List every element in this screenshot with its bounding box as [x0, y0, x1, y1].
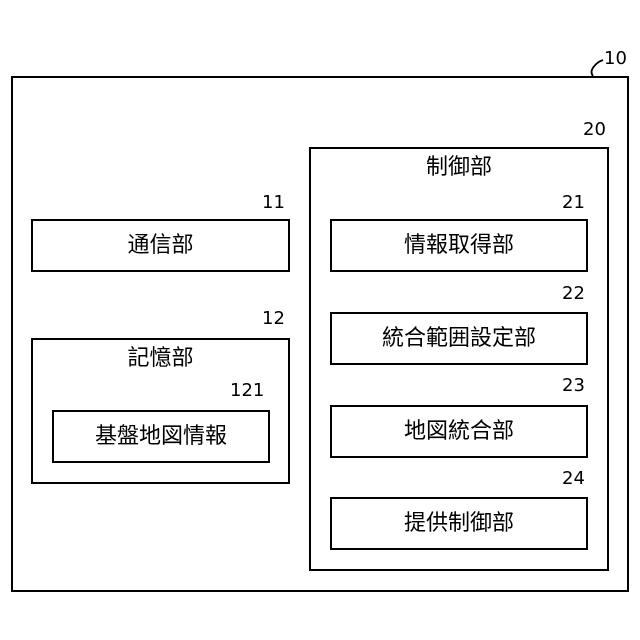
control-unit-label: 制御部 [311, 157, 607, 179]
provision-control-unit-box: 提供制御部 [330, 497, 588, 550]
map-integration-unit-box: 地図統合部 [330, 405, 588, 458]
integration-range-setting-unit-box: 統合範囲設定部 [330, 312, 588, 365]
ref-provision-control-unit: 24 [562, 470, 585, 488]
storage-unit-label: 記憶部 [33, 348, 288, 370]
base-map-info-box: 基盤地図情報 [52, 410, 270, 463]
ref-information-acquisition-unit: 21 [562, 194, 585, 212]
ref-device: 10 [604, 50, 627, 68]
communication-unit-label: 通信部 [33, 235, 288, 257]
ref-base-map-info: 121 [230, 382, 264, 400]
provision-control-unit-label: 提供制御部 [332, 513, 586, 535]
ref-storage-unit: 12 [262, 310, 285, 328]
information-acquisition-unit-label: 情報取得部 [332, 235, 586, 257]
base-map-info-label: 基盤地図情報 [54, 426, 268, 448]
integration-range-setting-unit-label: 統合範囲設定部 [332, 328, 586, 350]
information-acquisition-unit-box: 情報取得部 [330, 219, 588, 272]
leader-10 [592, 60, 603, 76]
ref-integration-range-setting-unit: 22 [562, 285, 585, 303]
ref-control-unit: 20 [583, 121, 606, 139]
ref-communication-unit: 11 [262, 194, 285, 212]
ref-map-integration-unit: 23 [562, 377, 585, 395]
map-integration-unit-label: 地図統合部 [332, 421, 586, 443]
communication-unit-box: 通信部 [31, 219, 290, 272]
